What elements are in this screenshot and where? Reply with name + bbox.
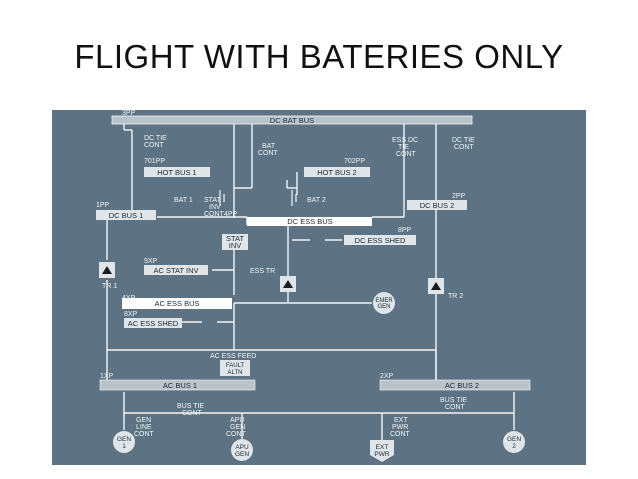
- hot-bus-2-box: [304, 167, 370, 177]
- ac-bus-1-label: AC BUS 1: [163, 381, 197, 390]
- ac-ess-bus-label: AC ESS BUS: [154, 299, 199, 308]
- hot-bus-1-code: 701PP: [144, 158, 165, 165]
- tr-2-label: TR 2: [448, 293, 463, 300]
- dc-ess-bus-box: [247, 217, 372, 226]
- ac-stat-inv-code: 9XP: [144, 258, 158, 265]
- tr-1-diode: [102, 266, 112, 274]
- bat-1-label: BAT 1: [174, 197, 193, 204]
- hot-bus-1-box: [144, 167, 210, 177]
- bat-2-label: BAT 2: [307, 197, 326, 204]
- dc-bus-2-code: 2PP: [452, 193, 466, 200]
- ext-pwr-shape: [370, 440, 394, 462]
- gen-1-circle: [113, 431, 135, 453]
- dc-ess-shed-label: DC ESS SHED: [355, 236, 406, 245]
- ac-bus-2-label: AC BUS 2: [445, 381, 479, 390]
- ac-ess-shed-label: AC ESS SHED: [128, 319, 179, 328]
- ac-bus-1-code: 1XP: [100, 373, 114, 380]
- ac-bus-2-bar: [379, 379, 531, 391]
- hot-bus-2-label: HOT BUS 2: [317, 168, 356, 177]
- dc-bus-2-label: DC BUS 2: [420, 201, 455, 210]
- ac-ess-feed-label: AC ESS FEED: [210, 353, 256, 360]
- hot-bus-1-label: HOT BUS 1: [157, 168, 196, 177]
- dc-bus-2-box: [407, 200, 467, 210]
- stat-inv-box: [222, 234, 248, 250]
- bat-1-symbol: [219, 190, 225, 206]
- ess-tr-diode: [283, 280, 293, 288]
- ac-stat-inv-label: AC STAT INV: [153, 266, 198, 275]
- dc-ess-shed-code: 8PP: [398, 227, 412, 234]
- tr-2-diode: [431, 282, 441, 290]
- dc-bus-1-box: [96, 210, 156, 220]
- dc-bat-bus-label: DC BAT BUS: [270, 116, 314, 125]
- dc-bus-1-code: 1PP: [96, 202, 110, 209]
- ac-bus-2-code: 2XP: [380, 373, 394, 380]
- ac-ess-shed-code: 8XP: [124, 311, 138, 318]
- gen-2-circle: [503, 431, 525, 453]
- ac-stat-inv-box: [144, 265, 208, 275]
- fault-altn-box: [220, 360, 250, 376]
- tr-1-label: TR 1: [102, 283, 117, 290]
- emer-gen-circle: [373, 292, 395, 314]
- ac-ess-shed-box: [124, 318, 182, 328]
- dc-bat-bus-bar: [111, 115, 473, 125]
- ac-bus-1-bar: [99, 379, 256, 391]
- hot-bus-2-code: 702PP: [344, 158, 365, 165]
- bat-2-symbol: [291, 190, 297, 206]
- wiring: [106, 122, 515, 440]
- dc-bat-bus-code: 3PP: [122, 110, 136, 117]
- dc-ess-bus-label: DC ESS BUS: [287, 217, 332, 226]
- slide-title: FLIGHT WITH BATERIES ONLY: [74, 38, 564, 75]
- dc-bus-1-label: DC BUS 1: [109, 211, 144, 220]
- dc-ess-bus-code: 4PP: [224, 211, 238, 218]
- ac-ess-bus-box: [122, 298, 232, 309]
- apu-gen-circle: [231, 439, 253, 461]
- ess-tr-label: ESS TR: [250, 268, 275, 275]
- dc-ess-shed-box: [344, 235, 416, 245]
